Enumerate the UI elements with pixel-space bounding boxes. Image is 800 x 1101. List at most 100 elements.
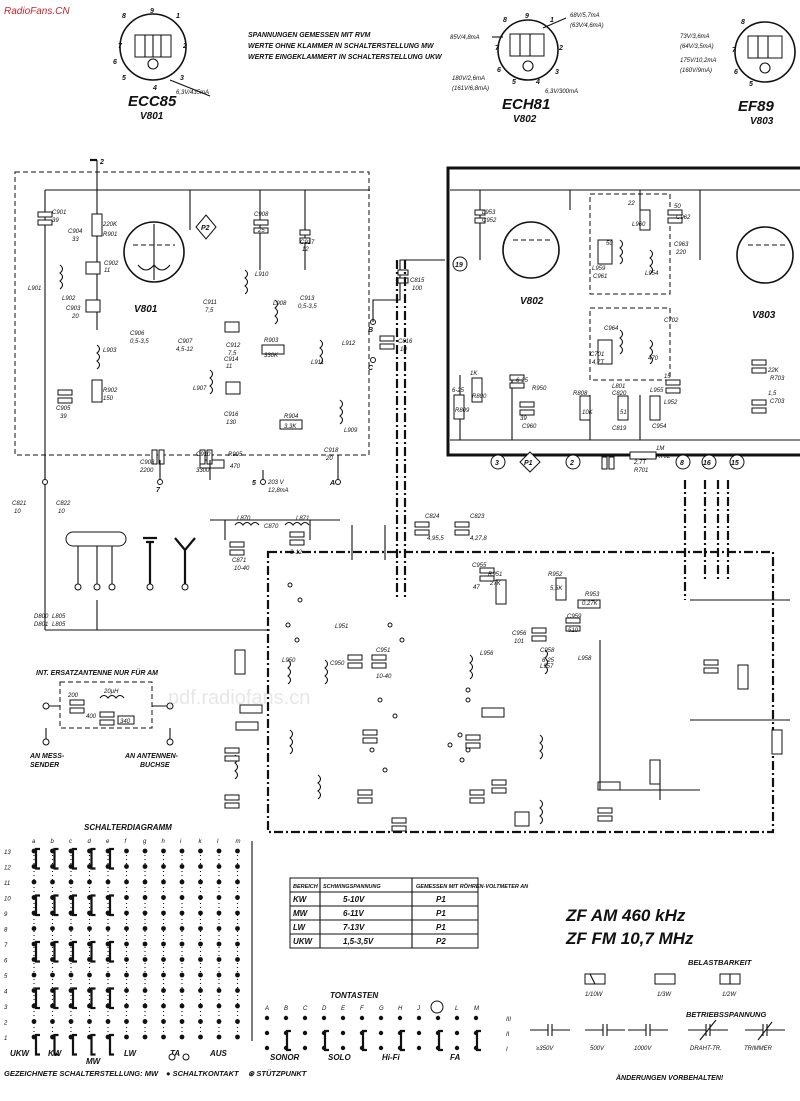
component-label: 47 (473, 585, 480, 591)
tone-column-contacts (416, 1015, 422, 1051)
switch-row-label: 7 (4, 943, 8, 949)
load-item: 1/2W (722, 992, 737, 998)
tone-key-button[interactable]: SONOR (270, 1053, 300, 1062)
switch-contact (179, 941, 185, 947)
tone-bridge (399, 1029, 405, 1052)
component-label: R953 (585, 592, 600, 598)
component-label: R703 (770, 376, 785, 382)
component-label: C903 (66, 306, 81, 312)
osc-table-cell: P1 (436, 909, 446, 918)
switch-contact (124, 910, 129, 916)
switch-button-label[interactable]: UKW (10, 1049, 31, 1058)
switch-bridge (53, 940, 59, 963)
load-title: BELASTBARKEIT (688, 958, 753, 967)
component-label: 6-25 (516, 378, 529, 384)
tone-contact (416, 1015, 422, 1021)
component-label: L903 (103, 348, 117, 354)
component-label: C815 (410, 278, 425, 284)
component-label: C904 (68, 229, 83, 235)
switch-contact (105, 972, 111, 978)
if-am: ZF AM 460 kHz (565, 906, 686, 925)
switch-button-label[interactable]: LW (124, 1049, 137, 1058)
switch-button-label[interactable]: AUS (209, 1049, 228, 1058)
tone-column-contacts (435, 1015, 443, 1052)
switch-column-contacts (124, 848, 129, 1040)
switch-button-label[interactable]: MW (86, 1057, 102, 1066)
component-label: 39 (520, 416, 527, 422)
switch-column-contacts (161, 848, 166, 1040)
switch-contact (216, 895, 222, 900)
component-label: R800 (472, 394, 487, 400)
switch-contact (235, 988, 240, 993)
component-label: 220 (675, 250, 687, 256)
switch-column-label: g (143, 839, 147, 845)
switch-contact (198, 988, 203, 993)
node-label: 19 (455, 262, 463, 269)
component-label: D800 (34, 614, 49, 620)
pin-label: 7 (732, 47, 737, 54)
tone-contact (435, 1015, 441, 1021)
tone-contact (473, 1015, 479, 1021)
node-label: C (368, 365, 374, 372)
switch-contact (216, 864, 222, 869)
component-label: 0,5-3,5 (298, 304, 317, 310)
tone-key-button[interactable]: Hi-Fi (382, 1053, 401, 1062)
switch-contact (216, 926, 222, 931)
switch-contact (198, 910, 203, 916)
tube-note: (64V/3,5mA) (680, 44, 714, 50)
component-label: C907 (178, 339, 193, 345)
tube-type: EF89 (738, 98, 775, 115)
switch-contact (235, 926, 240, 931)
switch-contact (161, 957, 166, 962)
component-label: C911 (203, 300, 217, 306)
component-label: 10 (58, 509, 65, 515)
switch-contact (216, 957, 222, 962)
switch-contact (161, 879, 166, 885)
switch-contact (198, 1034, 203, 1040)
tone-column-label: E (341, 1006, 346, 1012)
switch-contact (124, 957, 129, 962)
tone-key-button[interactable]: FA (450, 1053, 460, 1062)
component-label: C964 (604, 326, 619, 332)
switch-column-contacts (198, 848, 203, 1040)
switch-contact (68, 910, 74, 916)
switch-row-label: 12 (4, 866, 11, 872)
switch-contact (198, 941, 203, 947)
component-label: 150 (103, 396, 114, 402)
component-label: C917 (300, 240, 315, 246)
switch-contact (124, 1019, 129, 1024)
tube-note: 6,3V/300mA (545, 89, 578, 95)
switch-contact (31, 1019, 37, 1024)
pin-label: 1 (176, 13, 180, 20)
switch-contact (142, 879, 148, 885)
osc-table-cell: P1 (436, 895, 446, 904)
switch-row-label: 9 (4, 912, 8, 918)
antenna-substitute-network: INT. ERSATZANTENNE NUR FÜR AM 200 20µH 4… (29, 668, 179, 769)
component-label: 7,5 (205, 308, 214, 314)
tone-key-button[interactable]: SOLO (328, 1053, 351, 1062)
switch-contact (161, 848, 166, 854)
tone-column-contacts (397, 1015, 405, 1052)
switch-bridge (34, 894, 40, 917)
switch-contact (161, 1034, 166, 1040)
component-label: L957 (540, 664, 554, 670)
switch-row-label: 3 (4, 1005, 8, 1011)
osc-table-cell: LW (293, 923, 306, 932)
switch-contact (31, 926, 37, 931)
switch-contact (31, 864, 37, 869)
tone-column-label: M (474, 1006, 479, 1012)
switch-bridge (90, 940, 96, 963)
watermark: pdf.radiofans.cn (168, 687, 310, 709)
component-label: 20 (71, 314, 79, 320)
component-label: L954 (645, 271, 659, 277)
switch-contact (161, 910, 166, 916)
component-label: C906 (130, 331, 145, 337)
switch-button-label[interactable]: KW (48, 1049, 63, 1058)
switch-bridge (108, 1033, 114, 1056)
switch-bridge (53, 987, 59, 1010)
switch-contact (31, 1003, 37, 1009)
tone-column-label: C (303, 1006, 308, 1012)
component-label: 39 (60, 414, 67, 420)
switch-contact (124, 1003, 129, 1009)
switch-button-label[interactable]: TA (170, 1049, 180, 1058)
